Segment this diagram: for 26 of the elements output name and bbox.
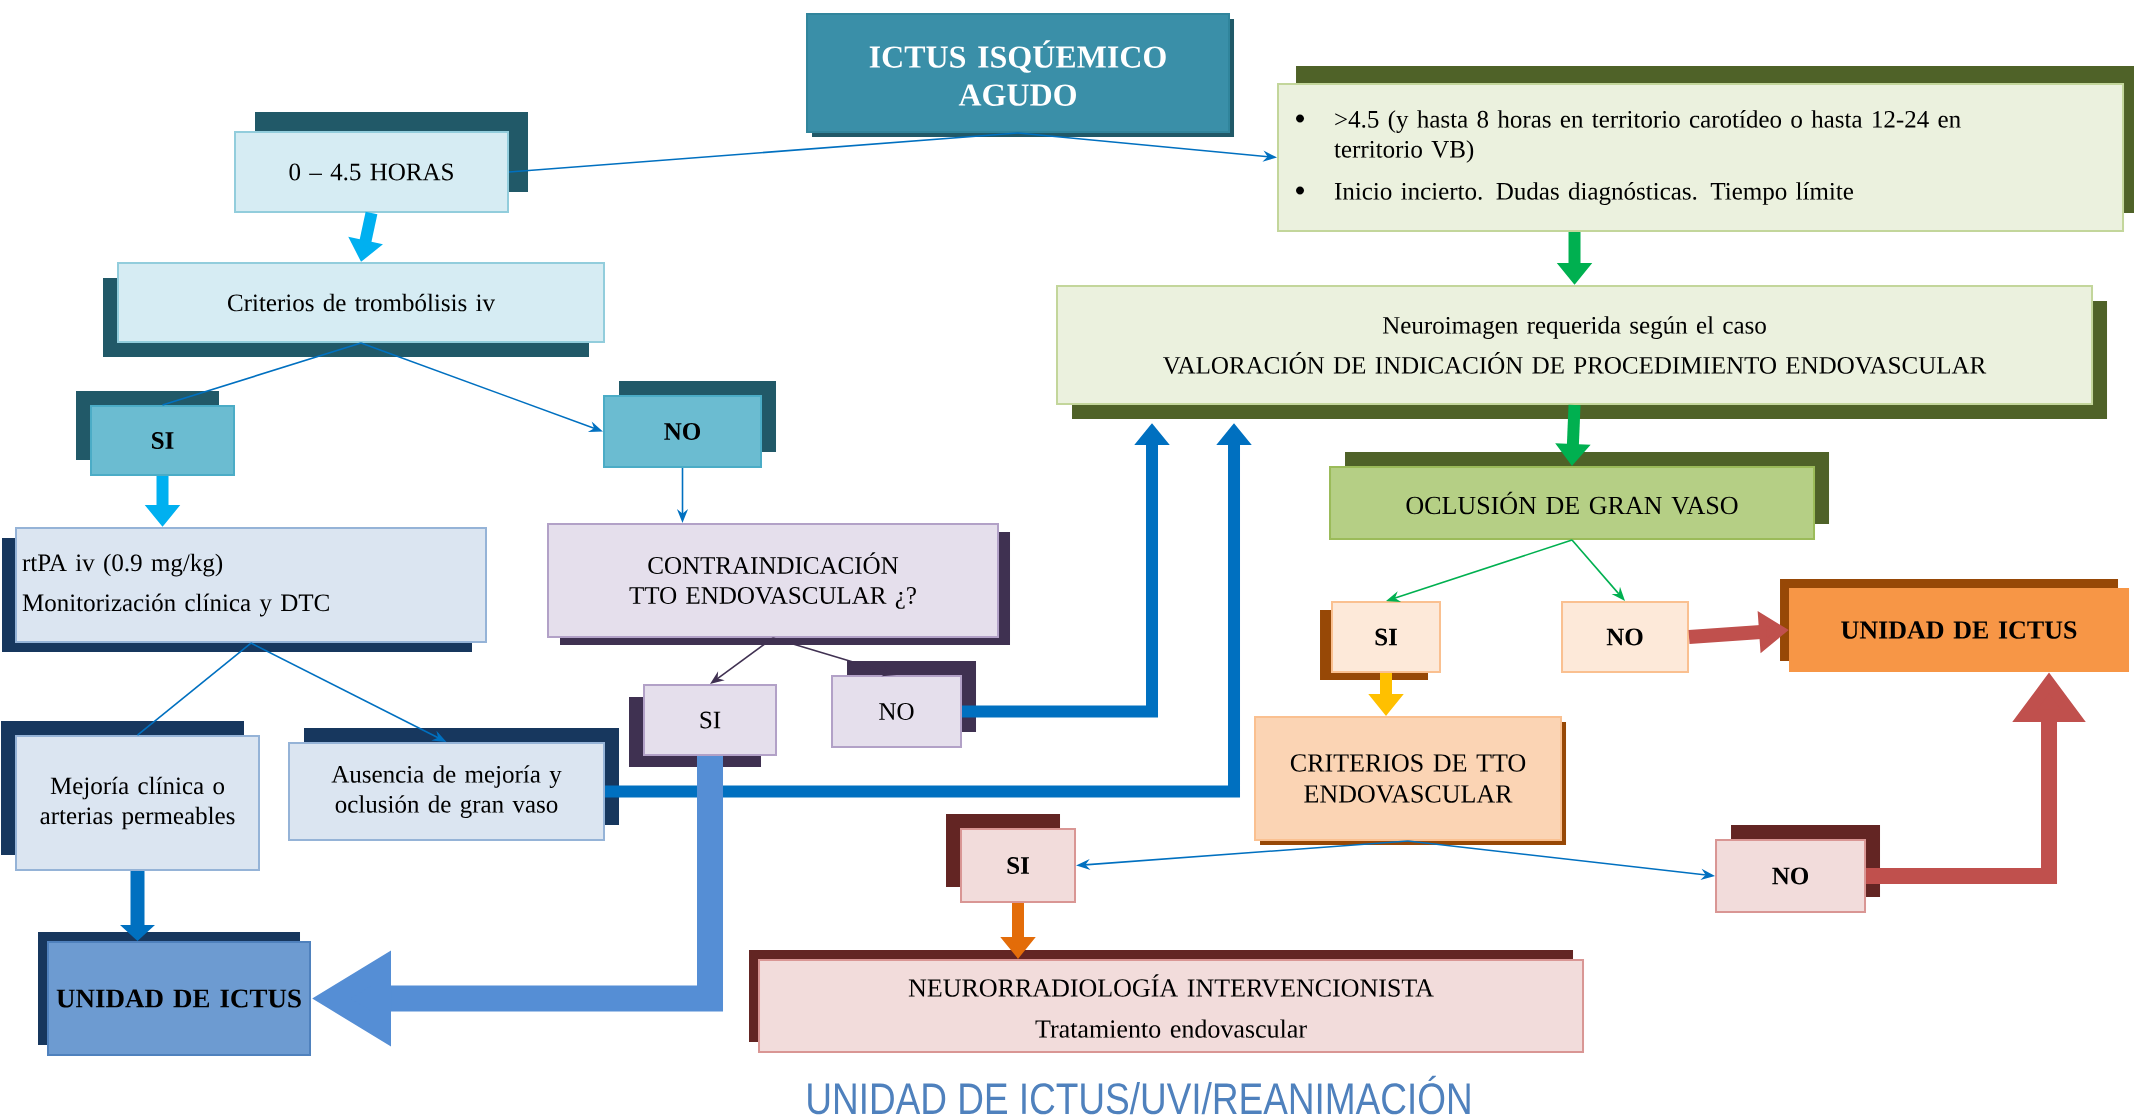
process-box: OCLUSIÓN DE GRAN VASO [1329,452,1829,540]
process-box: CRITERIOS DE TTO ENDOVASCULAR [1254,716,1566,845]
connector-line [161,342,362,406]
process-box: Ausencia de mejoría y oclusión de gran vaso [288,728,619,841]
process-box: NEURORRADIOLOGÍA INTERVENCIONISTA Tratamiento endovascular [749,950,1584,1053]
process-box: rtPA iv (0.9 mg/kg) Monitorización clínica y DTC [2,527,487,652]
connector-line [508,132,1019,173]
decision-box: CONTRAINDICACIÓN TTO ENDOVASCULAR ¿? [547,523,1010,645]
process-box: UNIDAD DE ICTUS [1780,579,2129,672]
process-box: Criterios de trombólisis iv [103,262,605,357]
answer-box: NO [1715,825,1880,913]
process-box: Neuroimagen requerida según el caso VALORACIÓN DE INDICACIÓN DE PROCEDIMIENTO ENDOVASCULAR [1056,285,2107,419]
answer-box: SI [1320,601,1441,680]
answer-box: SI [629,684,777,767]
answer-box: NO [603,381,776,468]
process-box: 0 – 4.5 HORAS [234,112,528,213]
process-box: UNIDAD DE ICTUS [38,932,311,1056]
answer-box: NO [831,661,976,748]
answer-box: SI [946,814,1076,903]
arrow [1571,539,1625,601]
process-box: Mejoría clínica o arterias permeables [1,721,260,871]
title-box: ICTUS ISQÚEMICO AGUDO [806,13,1234,137]
answer-box: NO [1561,601,1689,673]
answer-box: SI [76,391,235,476]
process-box: >4.5 (y hasta 8 horas en territorio carotídeo o hasta 12-24 en territorio VB) Inicio incierto. Dudas diagnósticas. Tiempo límite [1277,66,2134,232]
connector-line [136,642,252,736]
